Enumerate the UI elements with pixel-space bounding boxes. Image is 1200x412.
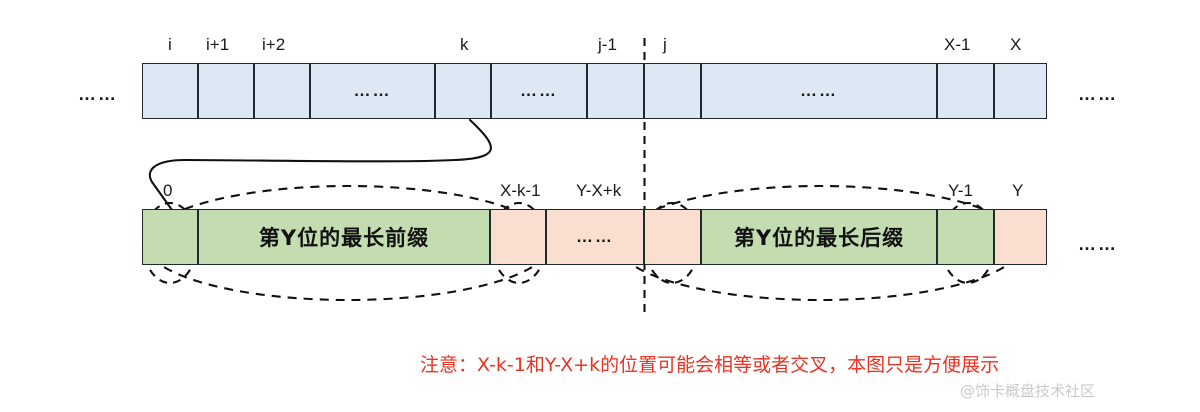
row1-index-label: k [460,35,469,54]
row2-index-label: Y-X+k [576,181,622,200]
row2-index-label: 0 [163,181,173,200]
row1-right-ellipsis: …… [1078,84,1118,104]
segment-label: 第Y位的最长前缀 [258,226,430,250]
row1-index-label: i [168,35,172,54]
row1-cell: …… [310,63,435,119]
row1-index-label: i+1 [206,35,230,54]
row2-cell [937,209,994,265]
watermark: @饰卡概盘技术社区 [960,382,1096,400]
row2-cell: 第Y位的最长后缀 [701,209,937,265]
row1-cell [254,63,310,119]
index-strip-row2: …… [0,185,1200,305]
connector-curve [148,118,492,212]
row1-index-label: i+2 [262,35,286,54]
row2-cell: …… [546,209,644,265]
row1-cell [644,63,701,119]
row2-cell [644,209,701,265]
cell-ellipsis: …… [800,81,838,100]
row2-cell [142,209,198,265]
row1-left-ellipsis: …… [78,84,118,104]
segment-label: 第Y位的最长后缀 [733,226,905,250]
row1-cell [198,63,254,119]
row1-cell [994,63,1047,119]
row2-index-label: Y [1012,181,1024,200]
row1-cell [587,63,644,119]
row1-index-label: j [663,35,667,54]
cell-ellipsis: …… [576,227,614,246]
cell-ellipsis: …… [520,81,558,100]
row2-index-label: Y-1 [948,181,973,200]
row1-cell: …… [491,63,587,119]
index-strip-row1: …… …… [0,0,1200,160]
row1-index-label: X [1010,35,1022,54]
row1-cell [435,63,491,119]
note-text: 注意：X-k-1和Y-X+k的位置可能会相等或者交叉，本图只是方便展示 [420,354,1000,376]
row1-cell [142,63,198,119]
row1-index-label: j-1 [598,35,617,54]
row2-cell [490,209,546,265]
row2-cell: 第Y位的最长前缀 [198,209,490,265]
row2-cell [994,209,1047,265]
row2-index-label: X-k-1 [500,181,541,200]
row2-right-ellipsis: …… [1078,234,1118,254]
cell-ellipsis: …… [353,81,392,100]
row1-index-label: X-1 [944,35,971,54]
row1-cell: …… [701,63,937,119]
row1-cell [937,63,994,119]
